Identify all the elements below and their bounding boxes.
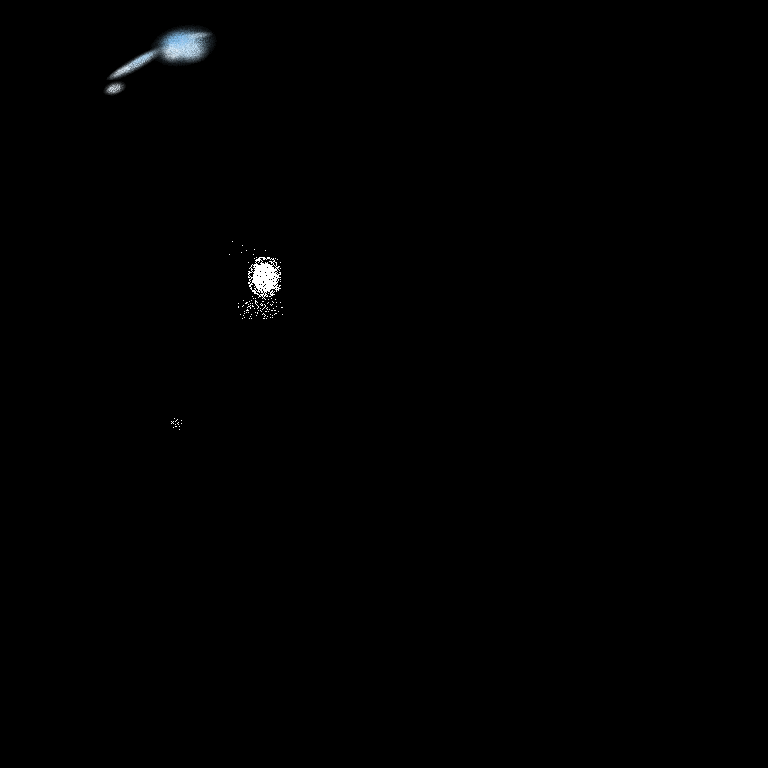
raster-image-viewport: Black background raster scene with spars… [0, 0, 768, 768]
raster-image-canvas [0, 0, 768, 768]
